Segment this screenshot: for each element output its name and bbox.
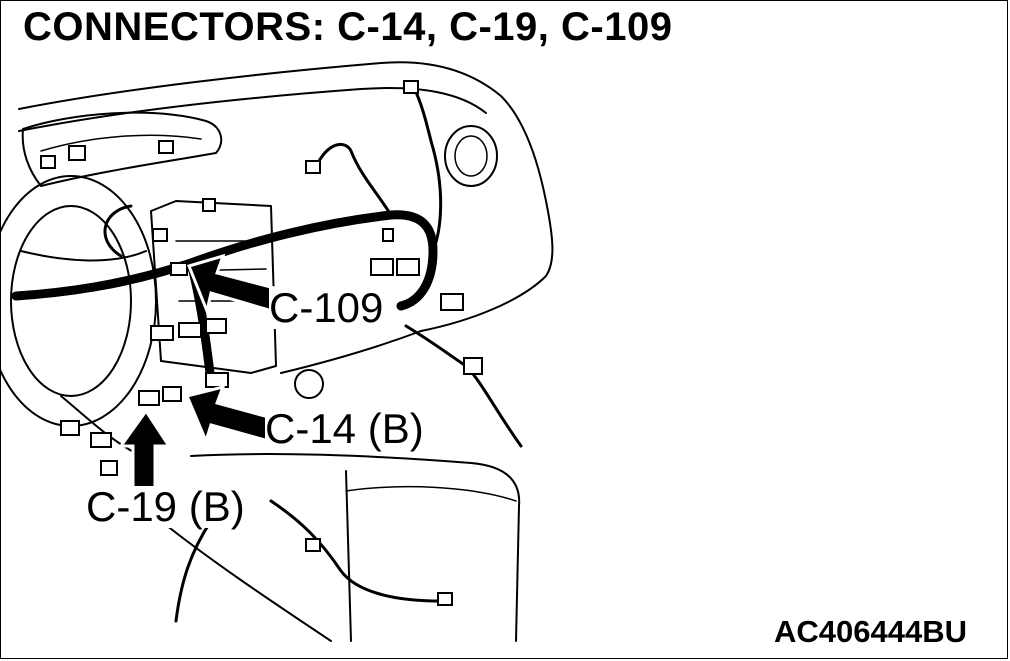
harness-console-wire (269, 499, 443, 603)
connector-top-right (403, 80, 419, 94)
dash-top-outline (18, 61, 554, 277)
connector-c109-pair-a (370, 258, 394, 276)
connector-c14-b (162, 386, 182, 402)
callout-c14: C-14 (B) (265, 405, 424, 452)
connector-upper-2 (40, 155, 56, 169)
connector-panel-3 (205, 318, 227, 334)
connector-c109-pair-b (396, 258, 420, 276)
connector-left-top (152, 228, 168, 242)
connector-left-low-2 (90, 432, 112, 448)
harness-top-wire (317, 142, 393, 217)
console-front (160, 520, 332, 642)
steering-spoke (20, 250, 147, 262)
harness-floor (174, 519, 213, 623)
side-vent-right (444, 125, 498, 187)
callout-c19: C-19 (B) (86, 483, 245, 530)
connector-upper-3 (158, 140, 174, 154)
connector-console-1 (305, 538, 321, 552)
connector-c109-target (170, 262, 188, 276)
dash-lower-edge (280, 330, 422, 374)
meter-hood (21, 111, 223, 187)
figure-code: AC406444BU (774, 614, 967, 649)
connector-top-center (202, 198, 216, 212)
connector-c14-target (138, 390, 160, 406)
connector-left-low-3 (100, 460, 118, 476)
steering-wheel-outer (1, 175, 157, 427)
connector-mid-right (205, 372, 229, 388)
steering-wheel-inner (10, 205, 132, 397)
connector-top-mid (305, 160, 321, 174)
console-side (345, 470, 520, 642)
console-lid (345, 485, 517, 502)
side-vent-right-inner (454, 135, 488, 177)
meter-hood-inner (40, 134, 202, 152)
harness-right-upper (411, 84, 443, 253)
connector-console-2 (437, 592, 453, 606)
connector-panel-1 (150, 325, 174, 341)
connector-left-low-1 (60, 420, 80, 436)
connector-right-mid (440, 293, 464, 311)
connector-top-wire-end (382, 228, 394, 242)
connector-right-lower (463, 357, 483, 375)
connector-upper-1 (68, 145, 86, 161)
diagram-title: CONNECTORS: C-14, C-19, C-109 (23, 5, 673, 49)
dash-top-inner (18, 87, 487, 132)
connector-panel-2 (178, 322, 202, 338)
dash-right-edge (420, 275, 547, 332)
console-top (190, 452, 521, 507)
harness-left-loop (103, 204, 133, 258)
callout-c109: C-109 (269, 284, 384, 331)
center-panel (150, 200, 277, 374)
main-harness (11, 210, 438, 311)
control-knob (294, 369, 324, 399)
